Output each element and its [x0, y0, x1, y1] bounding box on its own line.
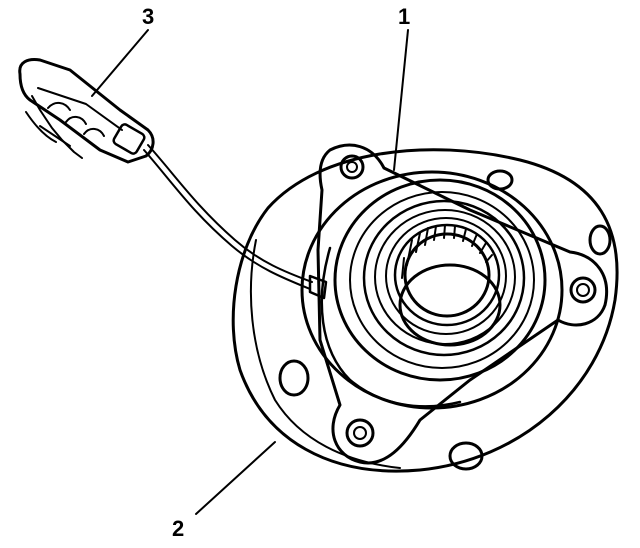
leader-line-2	[195, 441, 276, 515]
stud-hole	[278, 359, 310, 397]
hub-bearing-assembly	[300, 170, 564, 410]
mounting-bolt-hole	[353, 426, 367, 440]
stud-hole	[588, 224, 612, 256]
callout-label-2: 2	[172, 516, 185, 541]
callout-label-3: 3	[142, 4, 155, 29]
mounting-bolt-hole	[576, 283, 590, 297]
stud-holes	[278, 169, 612, 471]
leader-line-1	[393, 29, 409, 171]
mounting-bolt-hole	[569, 276, 597, 304]
sensor-connector	[18, 58, 155, 164]
sensor-lead	[143, 144, 328, 300]
mounting-bolt-hole	[345, 418, 375, 448]
callout-label-1: 1	[398, 4, 411, 29]
leader-lines	[91, 29, 409, 515]
splined-bore	[398, 224, 502, 347]
stud-hole	[448, 441, 484, 471]
bearing-mounting-flange	[316, 143, 608, 465]
mounting-bolt-hole	[339, 154, 365, 180]
mounting-bolt-hole	[346, 161, 358, 173]
leader-line-3	[91, 29, 149, 97]
